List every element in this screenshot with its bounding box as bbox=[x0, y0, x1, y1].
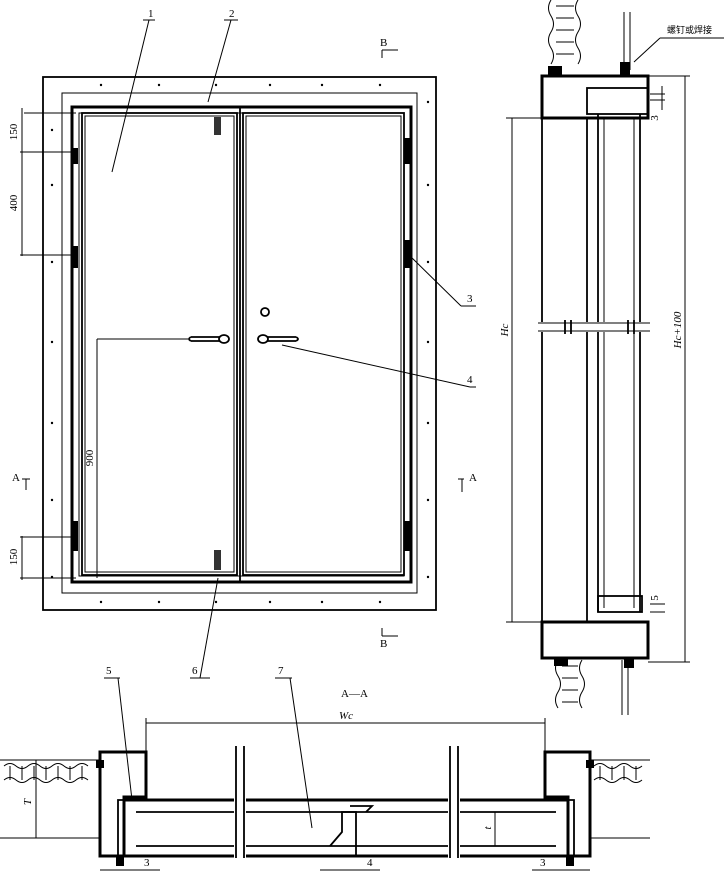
front-view: 150 400 900 150 1 2 3 4 6 B B A A bbox=[8, 8, 477, 679]
left-frame bbox=[98, 750, 148, 858]
right-leaf-inner bbox=[245, 115, 402, 573]
section-A-left-mark bbox=[22, 478, 30, 490]
section-B-bottom: B bbox=[380, 638, 387, 650]
callout-1: 1 bbox=[148, 8, 154, 20]
dim-5-side: 5 bbox=[649, 595, 661, 601]
callout-3: 3 bbox=[467, 293, 473, 305]
hinge-right-mid bbox=[404, 240, 410, 268]
callout-7: 7 bbox=[278, 665, 284, 677]
keyhole bbox=[260, 307, 270, 317]
dim-400: 400 bbox=[8, 194, 20, 211]
side-view: Hc Hc+100 3 5 螺钉或焊接 bbox=[499, 0, 724, 715]
sill-frame bbox=[540, 620, 650, 660]
dim-150-top: 150 bbox=[8, 123, 20, 140]
outer-frame bbox=[42, 76, 437, 611]
dim-900: 900 bbox=[84, 449, 96, 466]
dim-hc-label: Hc bbox=[499, 323, 511, 337]
left-handle bbox=[188, 334, 230, 344]
dim-3-side: 3 bbox=[649, 115, 661, 121]
door-frame bbox=[70, 105, 413, 584]
dim-t-label: t bbox=[482, 826, 494, 830]
top-bolt bbox=[214, 117, 221, 135]
hinge-left-mid bbox=[72, 246, 78, 268]
fixing-note: 螺钉或焊接 bbox=[667, 24, 712, 36]
wall-bottom bbox=[555, 659, 585, 709]
hinge-left-top bbox=[72, 148, 78, 164]
dim-3-left: 3 bbox=[144, 857, 150, 869]
callout-6: 6 bbox=[192, 665, 198, 677]
break-marks bbox=[536, 320, 654, 334]
section-aa: A—A Wc bbox=[0, 665, 650, 871]
callout-5: 5 bbox=[106, 665, 112, 677]
dim-T-label: T bbox=[22, 798, 34, 805]
callout-4: 4 bbox=[467, 374, 473, 386]
dim-wc-label: Wc bbox=[339, 710, 353, 722]
right-leaf bbox=[242, 112, 405, 576]
head-fixing bbox=[620, 62, 630, 76]
left-leaf-inner bbox=[84, 115, 235, 573]
sill-fixing bbox=[624, 658, 634, 668]
dim-3-right: 3 bbox=[540, 857, 546, 869]
section-wall-left bbox=[0, 759, 100, 839]
inner-frame bbox=[61, 92, 418, 594]
section-title: A—A bbox=[341, 688, 368, 700]
front-dimension-lines bbox=[20, 108, 188, 580]
dim-4: 4 bbox=[367, 857, 373, 869]
section-B-top-mark bbox=[381, 49, 398, 58]
section-A-left: A bbox=[12, 472, 20, 484]
hinge-right-bottom bbox=[404, 521, 410, 551]
head-frame bbox=[540, 74, 650, 120]
section-break bbox=[234, 746, 460, 858]
section-A-right-mark bbox=[458, 478, 464, 492]
section-wall-right bbox=[590, 759, 650, 839]
leader-lines bbox=[111, 19, 476, 679]
section-A-right: A bbox=[469, 472, 477, 484]
right-handle bbox=[257, 307, 299, 344]
wall-top bbox=[548, 0, 581, 65]
door-frame-inner bbox=[78, 112, 405, 577]
callout-2: 2 bbox=[229, 8, 235, 20]
frame-fixings bbox=[50, 83, 430, 604]
hinge-left-bottom bbox=[72, 521, 78, 551]
hinge-right-top bbox=[404, 138, 410, 164]
section-B-bottom-mark bbox=[381, 628, 398, 637]
bottom-bolt bbox=[214, 550, 221, 570]
door-leaf-section bbox=[122, 798, 570, 858]
dim-hc100-label: Hc+100 bbox=[672, 311, 684, 349]
door-bottom bbox=[597, 595, 643, 613]
head-inner bbox=[586, 87, 649, 115]
section-B-top: B bbox=[380, 37, 387, 49]
meeting-stile bbox=[329, 811, 357, 856]
dim-150-bottom: 150 bbox=[8, 548, 20, 565]
left-leaf bbox=[81, 112, 238, 576]
